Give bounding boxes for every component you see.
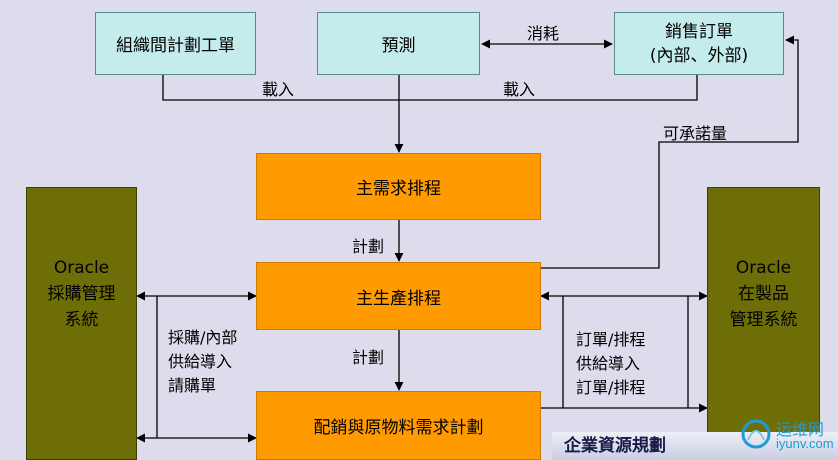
master-production-schedule-box: 主生產排程 — [256, 262, 541, 330]
master-demand-schedule-box: 主需求排程 — [256, 153, 541, 220]
watermark-logo-icon — [741, 419, 771, 449]
load-line-left — [162, 75, 399, 101]
wip-line-3: 管理系統 — [729, 309, 798, 330]
plan-label-2: 計劃 — [352, 348, 385, 367]
purchasing-line-3: 系統 — [64, 309, 99, 330]
org-work-order-box: 組織間計劃工單 — [95, 12, 256, 75]
purchasing-flow-labels: 採購/內部 供給導入 請購單 — [168, 326, 237, 398]
purchasing-flow-line-3: 請購單 — [168, 376, 217, 395]
erp-footer-text: 企業資源規劃 — [564, 436, 666, 456]
watermark-line-2: iyunv.com — [776, 436, 834, 451]
wip-flow-line-1: 訂單/排程 — [576, 330, 646, 349]
watermark-line-1: 运维网 — [776, 422, 825, 439]
sales-order-box: 銷售訂單 (內部、外部) — [614, 12, 784, 75]
plan-label-1: 計劃 — [352, 237, 385, 256]
mps-label: 主需求排程 — [356, 179, 441, 199]
wip-flow-labels: 訂單/排程 供給導入 訂單/排程 — [576, 328, 645, 400]
purchasing-flow-line-1: 採購/內部 — [168, 328, 238, 347]
load-line-right — [399, 75, 698, 101]
wip-flow-line-3: 訂單/排程 — [576, 378, 646, 397]
oracle-purchasing-box: Oracle 採購管理 系統 — [26, 187, 137, 460]
wip-line-2: 在製品 — [738, 283, 789, 304]
org-work-order-label: 組織間計劃工單 — [116, 36, 235, 56]
purchasing-line-1: Oracle — [53, 257, 110, 278]
sales-order-label: 銷售訂單 — [665, 21, 733, 42]
load-left-label: 載入 — [262, 80, 295, 99]
forecast-box: 預測 — [317, 12, 480, 75]
mrp-box: 配銷與原物料需求計劃 — [256, 391, 541, 460]
purchasing-flow-line-2: 供給導入 — [168, 352, 233, 371]
load-right-label: 載入 — [503, 80, 536, 99]
atp-label: 可承諾量 — [663, 124, 728, 143]
mpp-label: 主生產排程 — [356, 288, 441, 309]
forecast-label: 預測 — [381, 36, 416, 56]
erp-footer-banner: 企業資源規劃 — [552, 432, 838, 460]
wip-flow-line-2: 供給導入 — [576, 354, 641, 373]
purchasing-line-2: 採購管理 — [47, 283, 116, 304]
atp-line — [541, 35, 799, 269]
sales-order-sublabel: (內部、外部) — [649, 45, 749, 66]
site-watermark: 运维网 iyunv.com — [740, 412, 836, 458]
oracle-wip-box: Oracle 在製品 管理系統 — [707, 187, 820, 460]
consume-label: 消耗 — [527, 24, 560, 43]
mrp-label: 配銷與原物料需求計劃 — [313, 418, 484, 438]
wip-line-1: Oracle — [735, 257, 792, 278]
